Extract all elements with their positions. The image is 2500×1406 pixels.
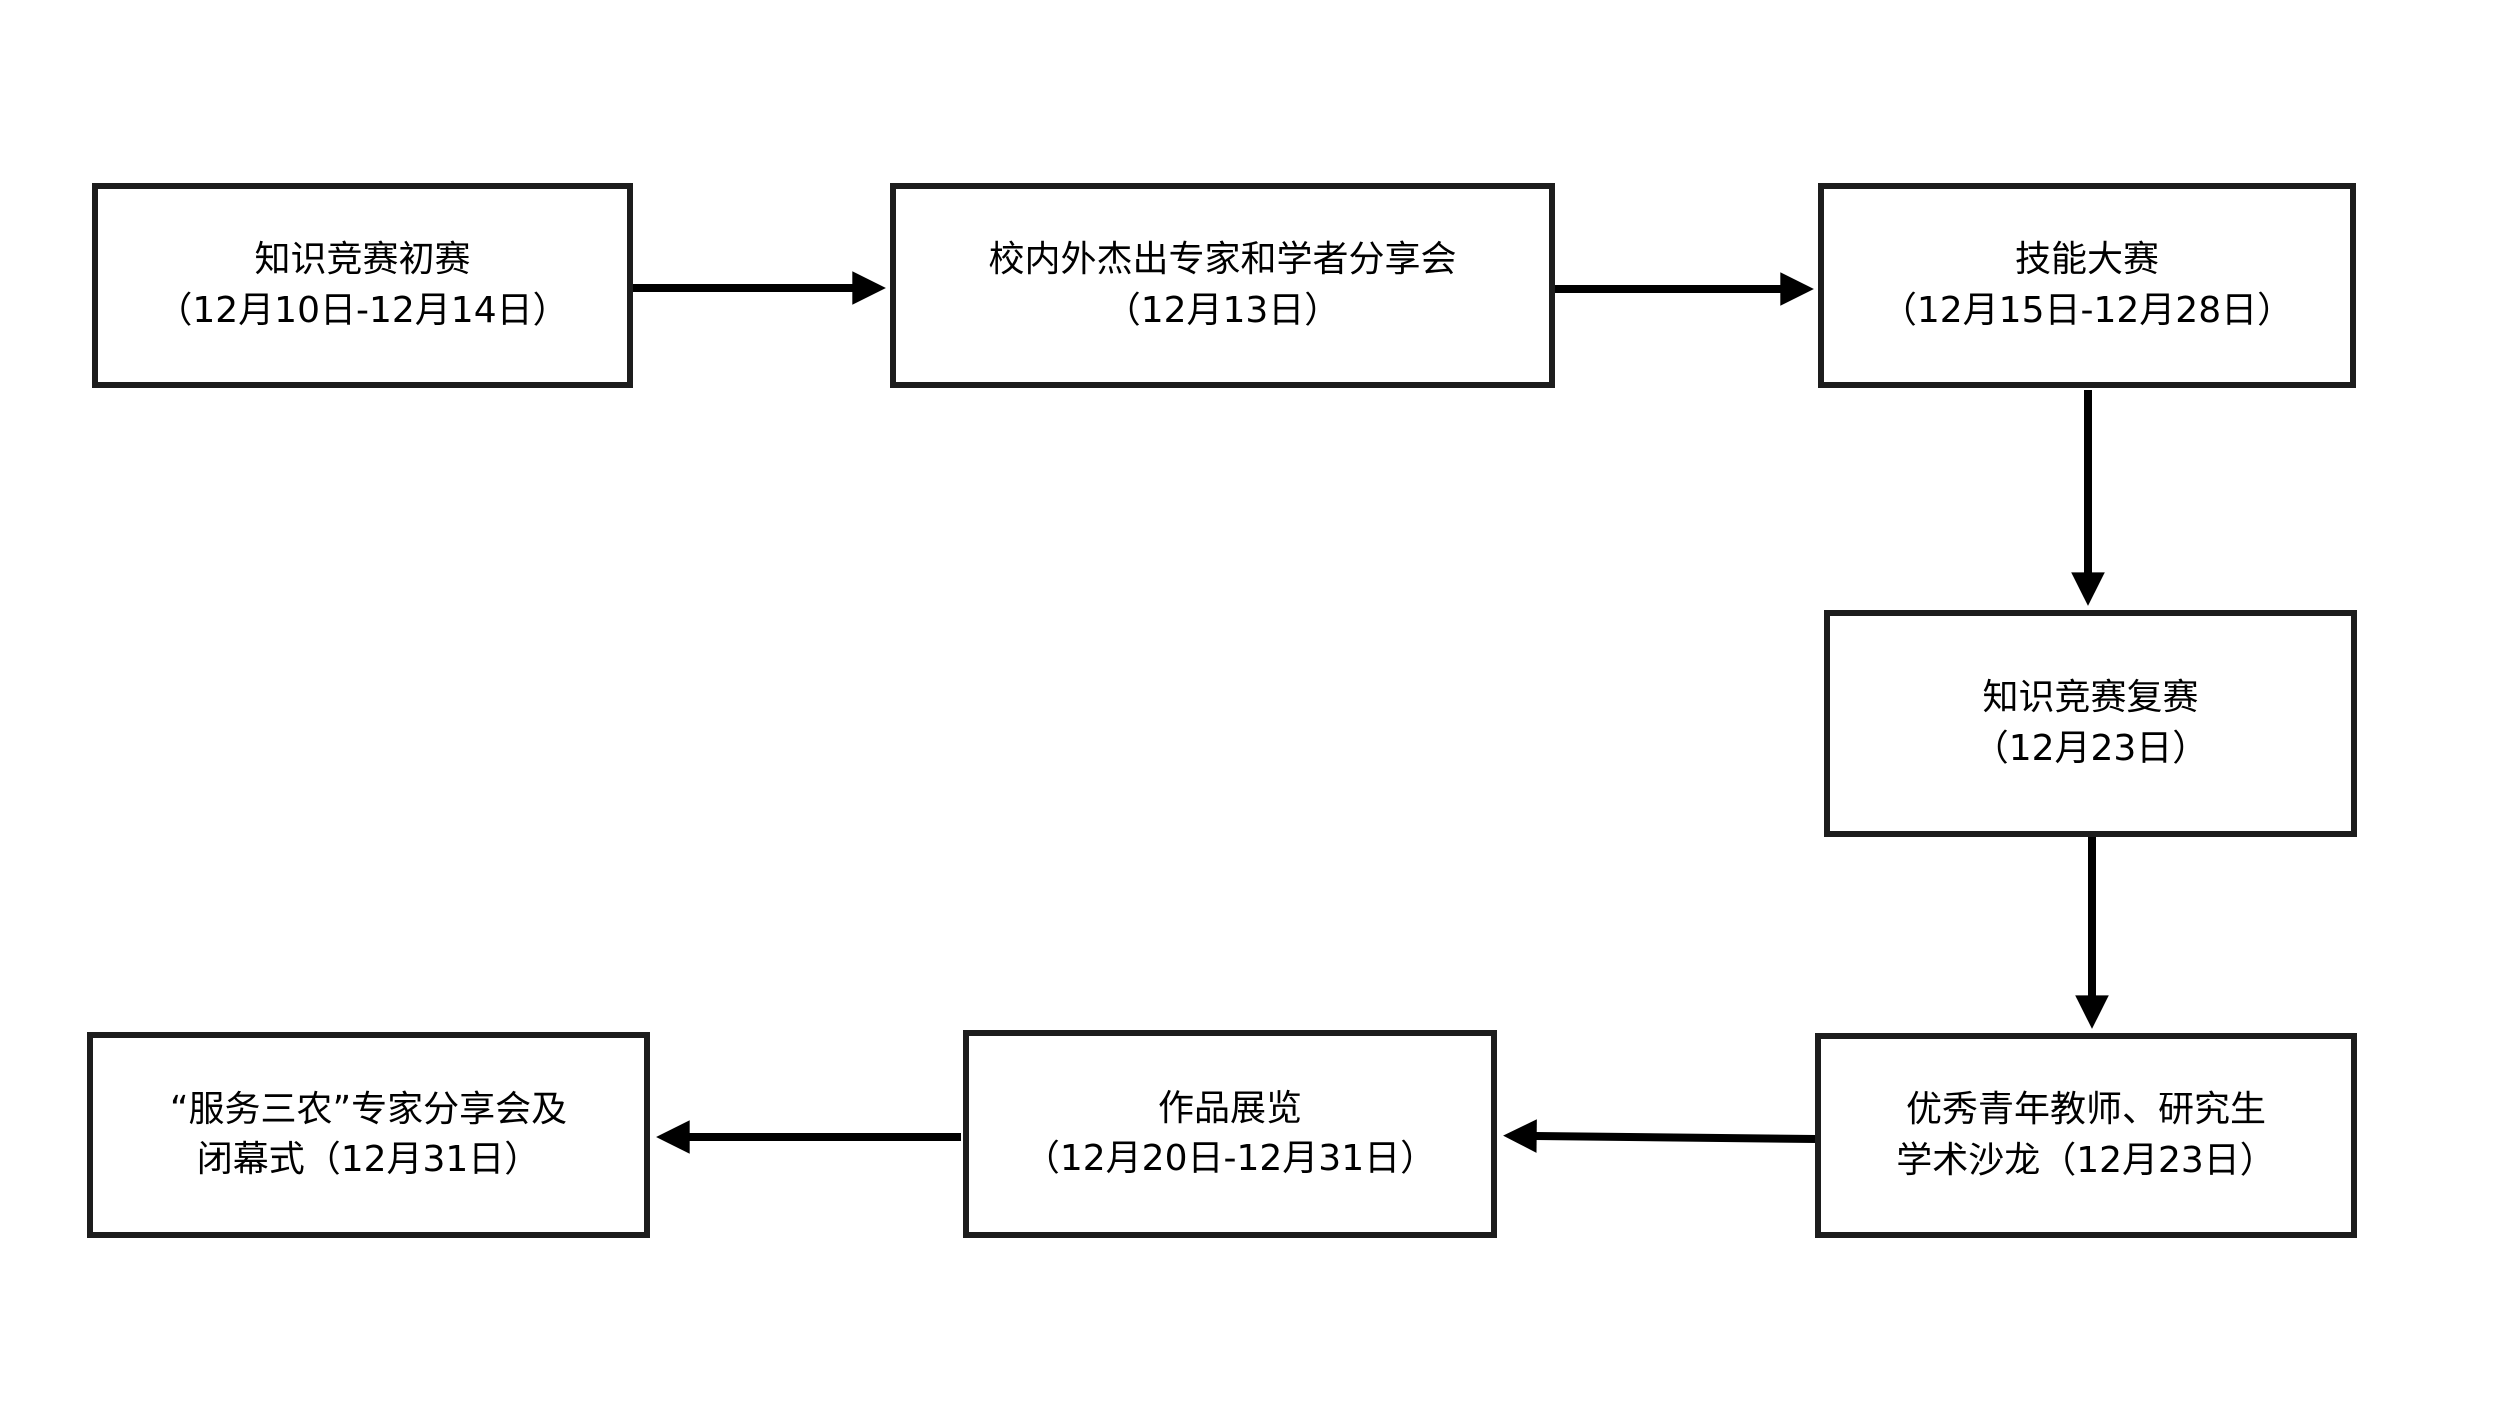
node-title: 校内外杰出专家和学者分享会 [988, 239, 1457, 281]
node-date: 闭幕式（12月31日） [196, 1139, 541, 1180]
node-date: （12月20日-12月31日） [1023, 1138, 1437, 1179]
node-title: 优秀青年教师、研究生 [1905, 1089, 2266, 1131]
arrow-salon-to-exhibition [1503, 1119, 1817, 1153]
node-title: 作品展览 [1157, 1087, 1302, 1129]
flow-node-works-exhibition: 作品展览 （12月20日-12月31日） [963, 1030, 1497, 1238]
flow-node-knowledge-contest-semifinal: 知识竞赛复赛 （12月23日） [1824, 610, 2357, 837]
node-date: （12月23日） [1972, 727, 2209, 769]
node-title: 知识竞赛初赛 [254, 239, 471, 281]
node-date: （12月10日-12月14日） [156, 289, 569, 331]
flow-node-young-teachers-graduate-salon: 优秀青年教师、研究生 学术沙龙（12月23日） [1815, 1033, 2357, 1238]
node-date: 学术沙龙（12月23日） [1896, 1139, 2276, 1181]
flow-node-serving-agriculture-closing-ceremony: “服务三农”专家分享会及 闭幕式（12月31日） [87, 1032, 650, 1238]
node-title: “服务三农”专家分享会及 [169, 1088, 568, 1130]
node-title: 知识竞赛复赛 [1982, 677, 2199, 719]
node-title: 技能大赛 [2014, 239, 2159, 281]
flow-node-expert-scholar-sharing-session: 校内外杰出专家和学者分享会 （12月13日） [890, 183, 1555, 388]
flow-node-skills-competition: 技能大赛 （12月15日-12月28日） [1818, 183, 2356, 388]
flow-node-knowledge-contest-preliminary: 知识竞赛初赛 （12月10日-12月14日） [92, 183, 633, 388]
node-date: （12月13日） [1104, 289, 1341, 331]
node-date: （12月15日-12月28日） [1880, 289, 2294, 331]
